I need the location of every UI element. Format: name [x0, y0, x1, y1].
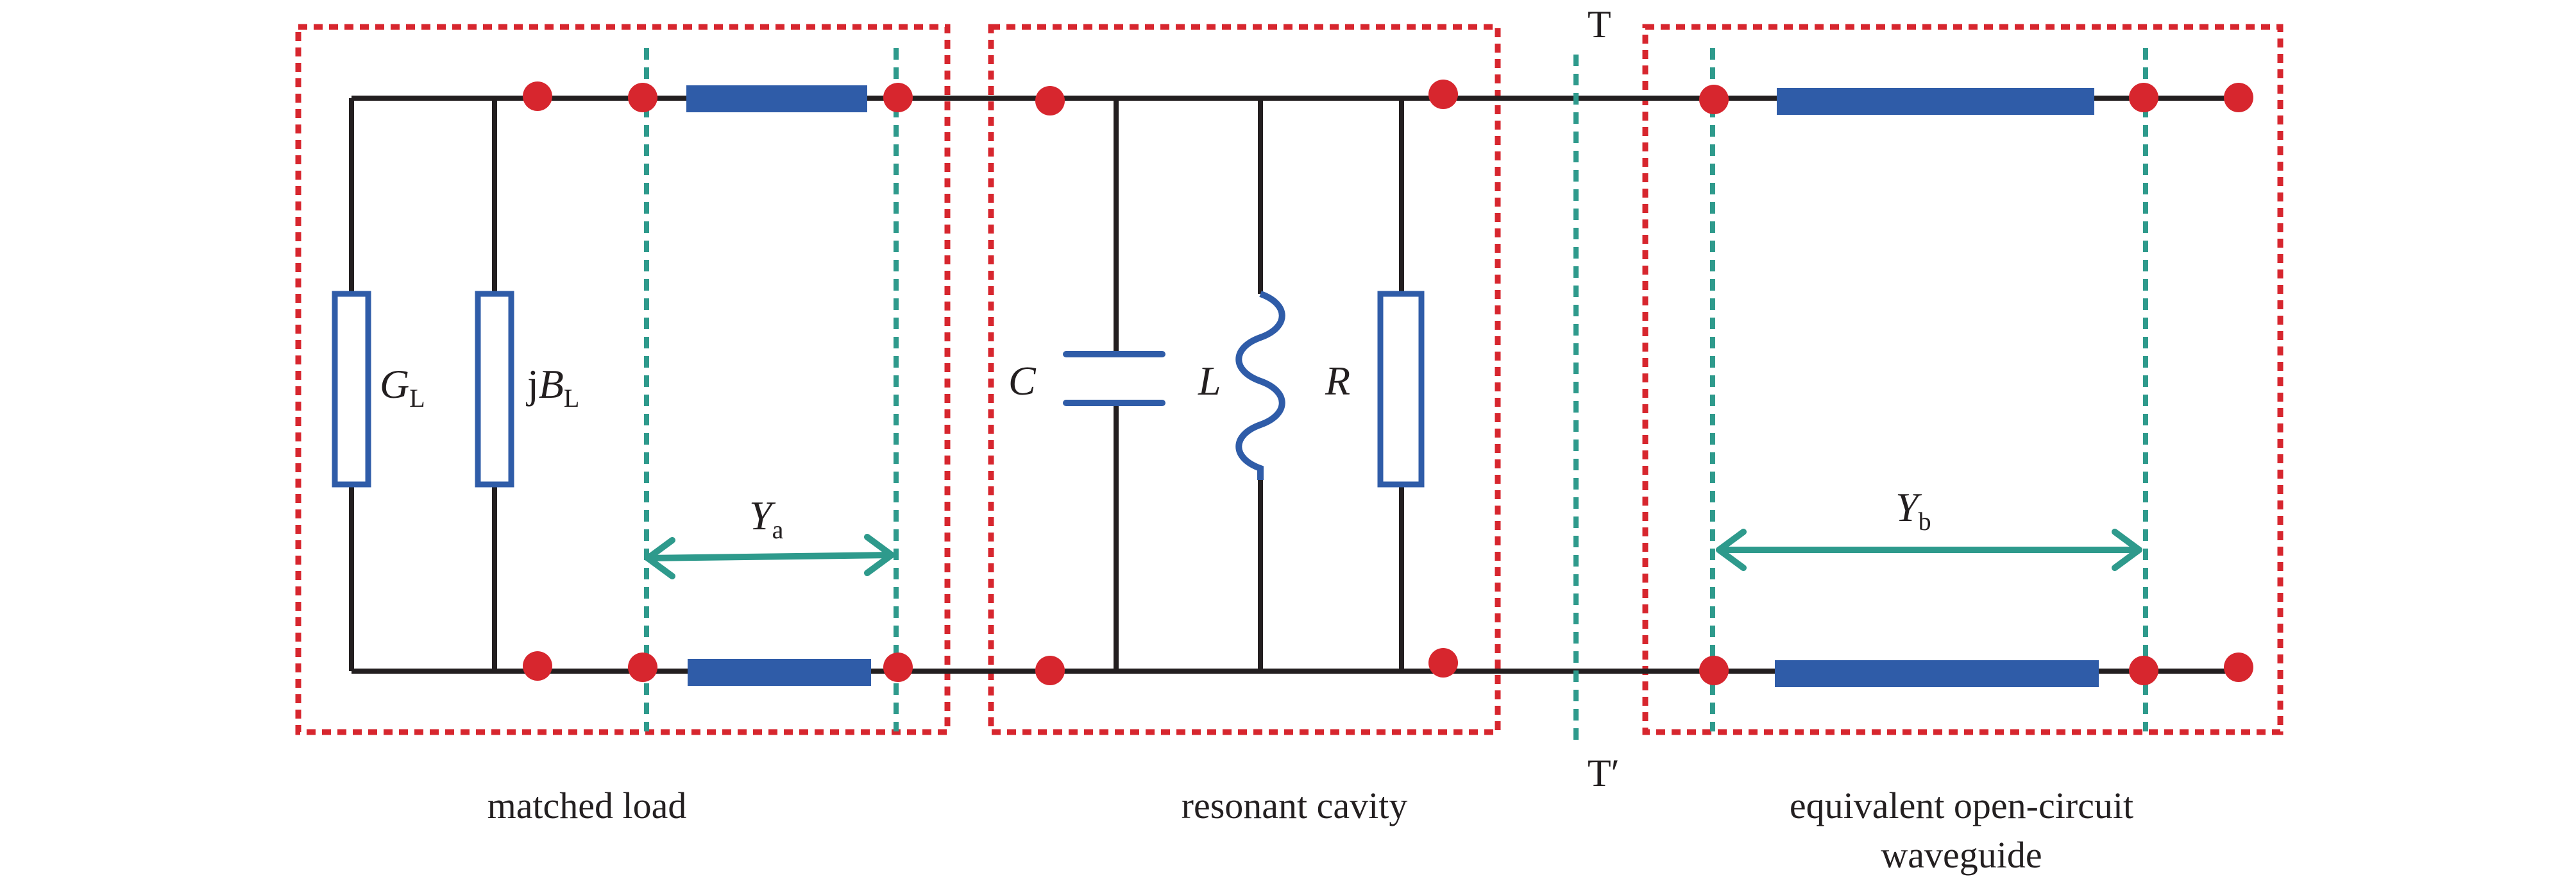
waveguide-caption-line2: waveguide	[1881, 834, 2042, 876]
terminal-dot	[2224, 653, 2253, 682]
yb-label: Yb	[1895, 484, 1931, 536]
terminal-dot	[523, 651, 552, 681]
reference-plane-bottom-label: T′	[1588, 752, 1620, 794]
terminal-dot	[883, 653, 913, 682]
line-b-bottom-segment	[1775, 660, 2099, 687]
reference-plane-top-label: T	[1588, 3, 1611, 46]
resonant-cavity-caption: resonant cavity	[1182, 785, 1408, 826]
resonant-cavity-box	[988, 24, 1501, 735]
line-a-bottom-segment	[688, 659, 871, 686]
r-label: R	[1325, 358, 1350, 404]
line-a-top-segment	[686, 85, 867, 112]
terminal-dot	[523, 81, 552, 111]
ya-label: Ya	[749, 493, 784, 544]
terminal-dot	[1428, 80, 1458, 109]
gl-conductance	[332, 291, 371, 488]
gl-label: GL	[380, 361, 425, 413]
line-b-top-segment	[1777, 88, 2094, 115]
jbl-susceptance	[475, 291, 514, 488]
waveguide-caption-line1: equivalent open-circuit	[1790, 785, 2133, 826]
ya-double-arrow	[645, 534, 895, 579]
terminal-dot	[1035, 656, 1065, 685]
terminal-dot	[2224, 83, 2253, 112]
terminal-dot	[2129, 656, 2158, 685]
terminal-dot	[1699, 656, 1729, 685]
yb-double-arrow	[1716, 529, 2142, 571]
terminal-dot	[1035, 86, 1065, 115]
r-resistor	[1377, 291, 1425, 488]
terminal-dot	[1699, 85, 1729, 114]
c-label: C	[1008, 358, 1037, 404]
matched-load-caption: matched load	[487, 785, 687, 826]
terminal-dot	[1428, 648, 1458, 678]
jbl-label: jBL	[526, 361, 579, 413]
inductor-coil	[1235, 291, 1285, 480]
matched-load-box	[295, 24, 951, 735]
terminal-dot	[628, 83, 657, 112]
terminal-dot	[2129, 83, 2158, 112]
waveguide-box	[1642, 24, 2284, 735]
l-label: L	[1198, 358, 1221, 404]
terminal-dot	[628, 653, 657, 682]
terminal-dot	[883, 83, 913, 112]
